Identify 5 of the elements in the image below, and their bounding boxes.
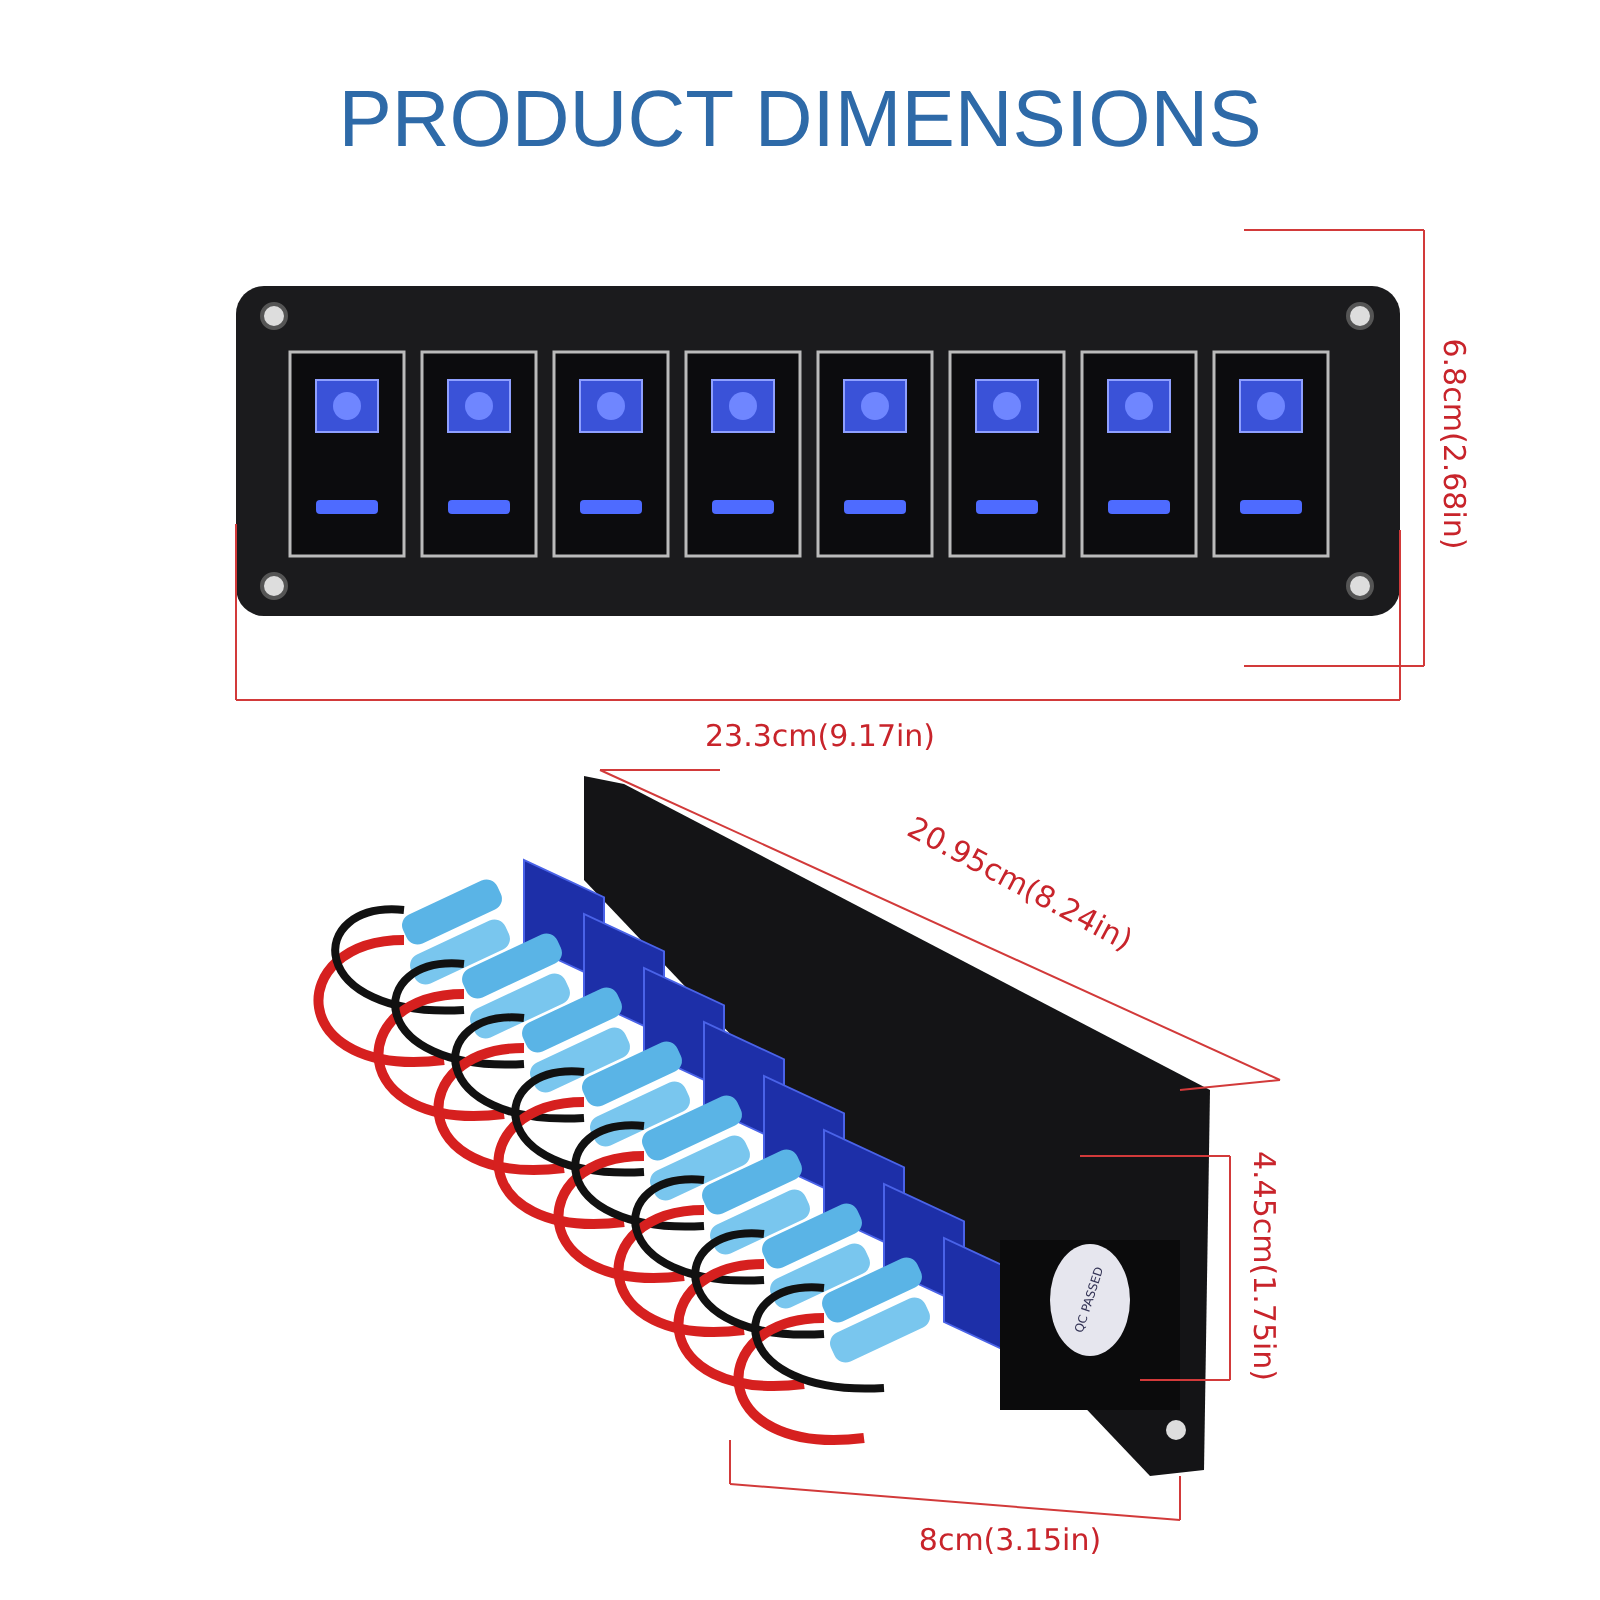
dimension-label: 23.3cm(9.17in): [704, 718, 936, 754]
dimension-label: 8cm(3.15in): [918, 1522, 1102, 1558]
dimension-label: 4.45cm(1.75in): [1246, 1150, 1282, 1382]
page-title: PRODUCT DIMENSIONS: [336, 76, 1264, 166]
dimension-label: 6.8cm(2.68in): [1436, 338, 1472, 550]
